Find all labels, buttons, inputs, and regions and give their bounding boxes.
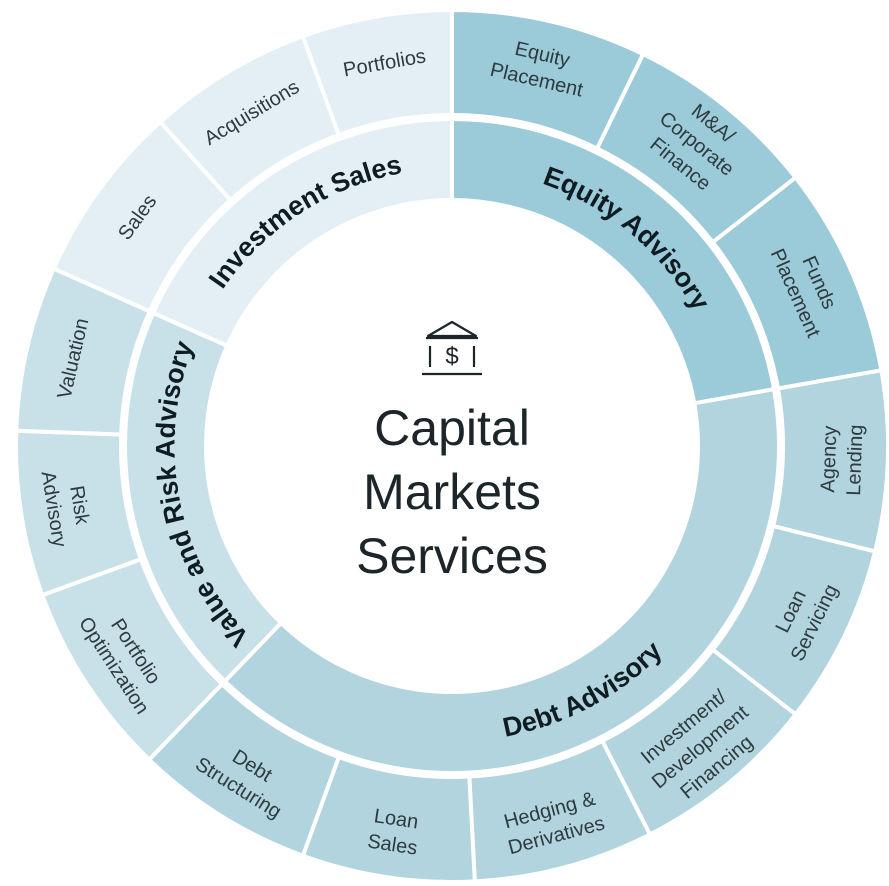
center-title-line: Markets (363, 464, 541, 520)
bank-dollar-icon: $ (422, 320, 482, 376)
center-title-line: Services (356, 528, 548, 584)
segment-valuation (14, 266, 153, 437)
outer-label-line: Agency (817, 425, 841, 492)
center-circle (210, 204, 694, 688)
segment-value-risk-advisory (123, 310, 284, 685)
outer-label-agency-lending: AgencyLending (817, 423, 867, 496)
center-title-line: Capital (374, 400, 530, 456)
bank-roof-shape (426, 320, 478, 338)
segment-debt-advisory (222, 386, 781, 775)
dollar-symbol: $ (445, 343, 458, 370)
outer-label-line: Lending (843, 424, 867, 496)
